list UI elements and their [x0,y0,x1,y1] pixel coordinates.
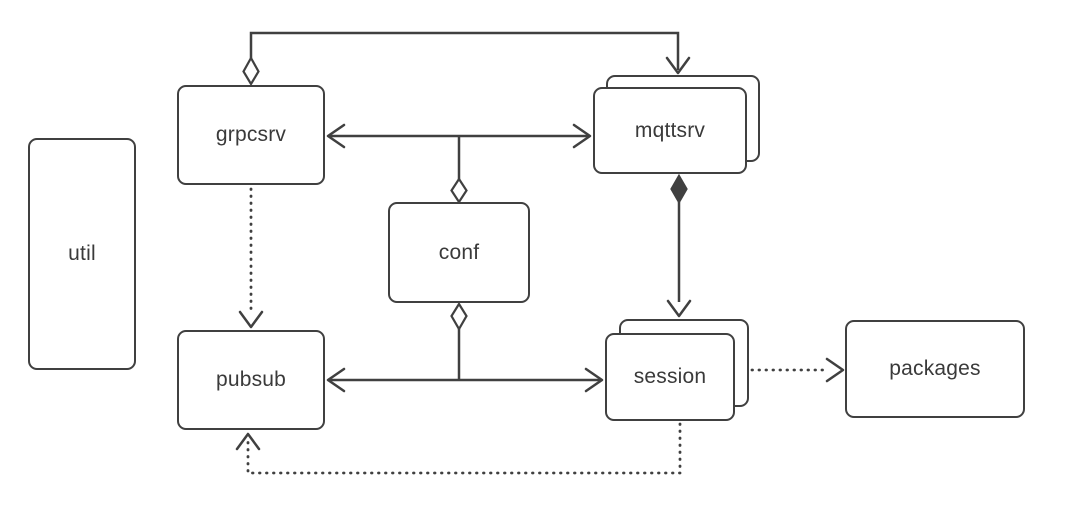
node-conf: conf [388,202,530,303]
edge-session-pubsub-dotted [235,422,682,475]
arrowhead-into-mqttsrv-top [665,56,691,75]
filled-diamond-mqttsrv-bottom [670,173,688,205]
edge-line [249,31,680,70]
arrowhead-into-packages [825,357,845,383]
edge-pubsub-session-middle [326,367,604,393]
node-session-label: session [633,365,707,388]
edge-session-packages-dotted [750,357,845,383]
node-conf-label: conf [438,240,480,264]
arrowhead-into-grpcsrv [326,123,346,149]
node-grpcsrv-label: grpcsrv [215,123,287,146]
node-packages: packages [845,320,1025,418]
arrowhead-into-pubsub-bottom [235,432,261,451]
edge-grpcsrv-pubsub-dotted [238,187,264,329]
edge-conf-down-link [450,301,468,380]
node-session: session [605,333,735,421]
node-packages-label: packages [889,357,981,380]
node-util: util [28,138,136,370]
node-pubsub: pubsub [177,330,325,430]
edge-line [246,422,682,475]
node-mqttsrv: mqttsrv [593,87,747,174]
hollow-diamond-conf-top [450,176,468,205]
arrowhead-into-pubsub [326,367,346,393]
node-util-label: util [68,242,96,265]
node-mqttsrv-label: mqttsrv [634,118,706,142]
hollow-diamond-conf-bottom [450,301,468,332]
arrowhead-into-session [584,367,604,393]
arrowhead-into-mqttsrv [572,123,592,149]
node-grpcsrv: grpcsrv [177,85,325,185]
arrowhead-into-session-top [666,299,692,318]
edge-grpcsrv-mqttsrv-middle [326,123,592,149]
edge-mqttsrv-session [666,173,692,318]
edge-conf-up-link [450,136,468,205]
arrowhead-into-pubsub-top [238,310,264,329]
node-pubsub-label: pubsub [215,368,287,391]
hollow-diamond-grpcsrv-top [242,55,260,87]
